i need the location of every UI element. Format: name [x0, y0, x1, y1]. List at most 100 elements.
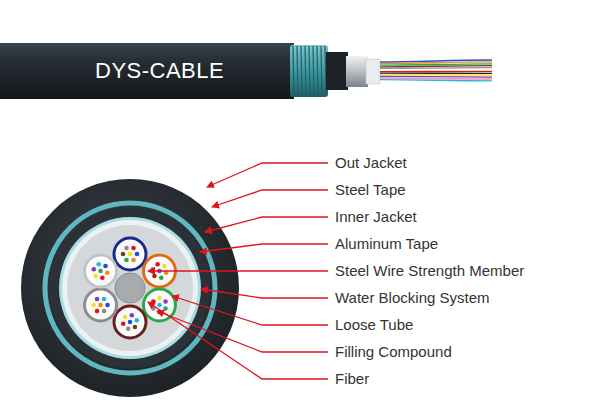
fiber-dot: [163, 299, 168, 304]
aluminum-tape: [346, 56, 368, 87]
tube-gel: [117, 309, 143, 335]
fiber-dot: [128, 252, 133, 257]
part-label: Out Jacket: [335, 154, 407, 172]
fiber-strand: [380, 64, 492, 65]
corrugation-stroke: [301, 46, 302, 96]
fiber-dot: [98, 269, 103, 274]
fiber-dot: [102, 297, 107, 302]
leader-line: [201, 289, 328, 298]
leader-line: [172, 296, 328, 325]
tube-gel: [88, 258, 114, 284]
fiber-dot: [95, 309, 100, 314]
fiber-dot: [131, 258, 136, 263]
corrugation-stroke: [305, 46, 306, 96]
fibers: [380, 60, 492, 81]
loose-tube: [114, 306, 146, 338]
fiber-strand: [380, 71, 492, 72]
brand-name: DYS-CABLE: [95, 58, 224, 84]
fiber-dot: [98, 303, 103, 308]
leader-line: [148, 302, 328, 379]
cable-side-view: [0, 43, 492, 99]
tube-gel: [146, 292, 172, 318]
loose-tube: [114, 238, 146, 270]
steel-tape: [290, 45, 328, 97]
fiber-dot: [100, 275, 105, 280]
fiber-dot: [96, 262, 101, 267]
fiber-dot: [126, 326, 131, 331]
fiber-strand: [380, 74, 492, 76]
part-label: Water Blocking System: [335, 289, 490, 307]
fiber-dot: [155, 262, 160, 267]
fiber-dot: [105, 271, 110, 276]
part-label: Aluminum Tape: [335, 235, 438, 253]
fiber-dot: [91, 303, 96, 308]
part-label: Inner Jacket: [335, 208, 417, 226]
fiber-dot: [159, 275, 164, 280]
leader-lines: [148, 163, 328, 379]
leader-line: [212, 190, 328, 207]
part-label: Filling Compound: [335, 343, 452, 361]
leader-line: [205, 217, 328, 232]
part-label: Steel Tape: [335, 181, 406, 199]
fiber-dot: [91, 267, 96, 272]
fiber-dot: [121, 322, 126, 327]
leader-line: [157, 311, 328, 352]
fiber-dot: [131, 246, 136, 251]
part-label: Steel Wire Strength Member: [335, 262, 524, 280]
corrugation-stroke: [313, 46, 314, 96]
fiber-dot: [103, 264, 108, 269]
fiber-dot: [130, 313, 135, 318]
corrugation-stroke: [297, 46, 298, 96]
fiber-strand: [380, 66, 492, 67]
outer-jacket: [0, 43, 294, 99]
corrugation-stroke: [325, 46, 326, 96]
fiber-dot: [128, 320, 133, 325]
corrugation: [293, 46, 326, 96]
fiber-dot: [133, 325, 138, 330]
fiber-strand: [380, 80, 492, 81]
fiber-dot: [102, 309, 107, 314]
leader-line: [207, 163, 328, 187]
corrugation-stroke: [309, 46, 310, 96]
loose-tube: [85, 289, 117, 321]
fiber-dot: [157, 303, 162, 308]
tube-gel: [88, 292, 114, 318]
loose-tube: [85, 255, 117, 287]
corrugation-stroke: [317, 46, 318, 96]
fiber-dot: [135, 252, 140, 257]
part-label: Loose Tube: [335, 316, 413, 334]
tube-gel: [117, 241, 143, 267]
fiber-strand: [380, 67, 492, 69]
fiber-dot: [123, 315, 128, 320]
fiber-strand: [380, 78, 492, 79]
fiber-strand: [380, 69, 492, 71]
corrugation-stroke: [293, 46, 294, 96]
steel-tape-ring: [45, 203, 215, 373]
aluminum-tape-ring: [59, 217, 201, 359]
fiber-dot: [163, 306, 168, 311]
inner-jacket: [326, 52, 348, 90]
filling-compound: [67, 225, 193, 351]
fiber-strand: [380, 73, 492, 74]
water-blocking: [366, 59, 380, 84]
fiber-dot: [121, 252, 126, 257]
cross-section: [21, 179, 239, 397]
fiber-dot: [152, 274, 157, 279]
fiber-dot: [105, 303, 110, 308]
fiber-dot: [124, 246, 129, 251]
fiber-dot: [95, 297, 100, 302]
fiber-dot: [157, 296, 162, 301]
fiber-dot: [93, 274, 98, 279]
water-blocking-ring: [62, 220, 198, 356]
leader-line: [148, 270, 328, 271]
out-jacket: [21, 179, 239, 397]
part-label: Fiber: [335, 370, 369, 388]
fiber-dot: [124, 258, 129, 263]
fiber-dot: [151, 299, 156, 304]
inner-jacket-ring: [50, 208, 210, 368]
corrugation-stroke: [321, 46, 322, 96]
fiber-dot: [162, 264, 167, 269]
fiber-dot: [134, 318, 139, 323]
steel-wire-strength-member: [115, 273, 145, 303]
